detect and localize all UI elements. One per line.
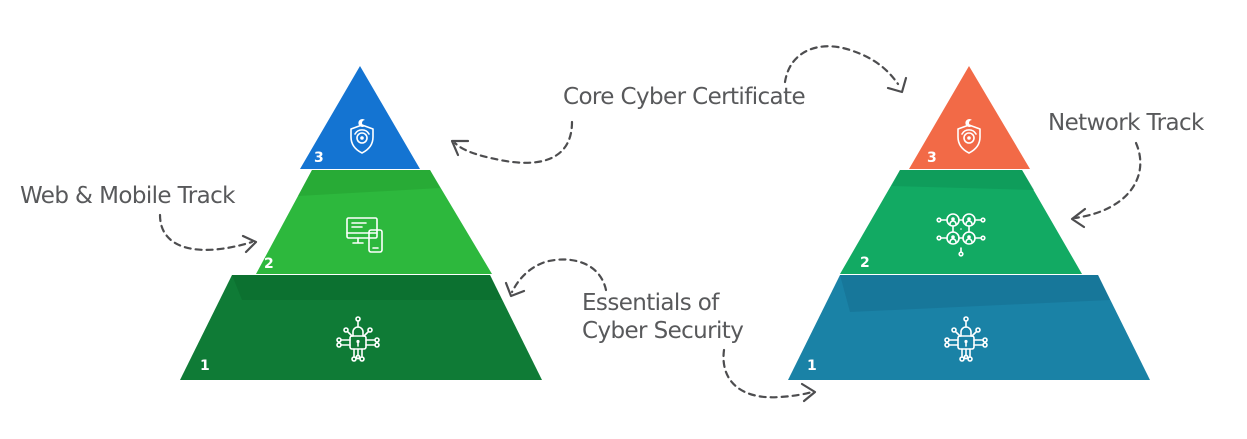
left-tier-2: 2 [256, 170, 492, 274]
arrow-web-mobile-to-tier2 [158, 213, 258, 254]
right-tier-2: 2 [840, 170, 1082, 274]
arrow-core-to-left [450, 120, 574, 164]
right-tier-2-number: 2 [860, 255, 870, 271]
arrow-network-to-tier2 [1070, 141, 1142, 229]
essentials-label-line-1: Essentials of [582, 290, 719, 316]
essentials-label-line-2: Cyber Security [582, 317, 744, 344]
right-tier-1: 1 [788, 275, 1150, 380]
web-mobile-track-label: Web & Mobile Track [20, 183, 235, 209]
right-tier-3-number: 3 [927, 150, 937, 166]
arrow-essentials-to-right [722, 348, 817, 403]
left-tier-1-number: 1 [200, 358, 210, 374]
left-tier-3: 3 [300, 66, 420, 169]
left-tier-3-number: 3 [314, 150, 324, 166]
right-pyramid: 1 2 3 [788, 66, 1150, 380]
core-cyber-certificate-label: Core Cyber Certificate [563, 84, 806, 110]
arrow-essentials-to-left [504, 258, 608, 298]
left-pyramid: 1 2 3 [180, 66, 542, 380]
right-tier-3: 3 [909, 66, 1030, 169]
network-track-label: Network Track [1048, 110, 1204, 136]
left-tier-2-number: 2 [264, 256, 274, 272]
arrow-core-to-right [783, 45, 908, 94]
right-tier-1-number: 1 [807, 358, 817, 374]
left-tier-1: 1 [180, 275, 542, 380]
essentials-label: Essentials of Cyber Security [582, 290, 744, 345]
